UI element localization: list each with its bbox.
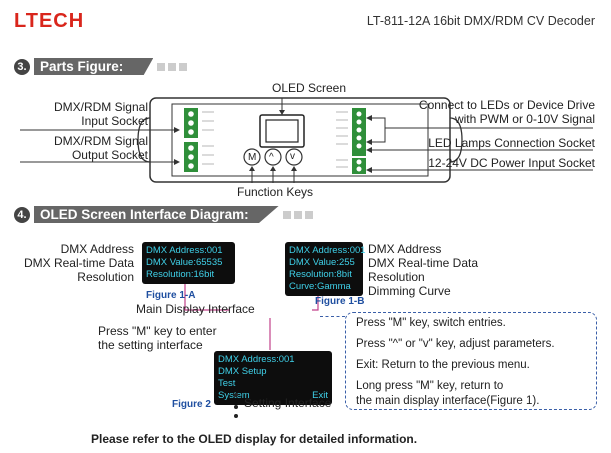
oled-figure-1b: DMX Address:001 DMX Value:255 Resolution… — [285, 242, 366, 296]
fig1a-side-labels: DMX Address DMX Real-time Data Resolutio… — [23, 242, 134, 284]
section-4-decoration — [282, 210, 313, 219]
brand-logo: LTECH — [14, 10, 85, 32]
mounting-ear-right — [449, 117, 463, 163]
key-up-glyph: ^ — [269, 152, 274, 163]
power-input-socket-label: 12-24V DC Power Input Socket — [428, 156, 595, 170]
section-3-title: Parts Figure: — [34, 58, 154, 75]
press-m-instruction: Press "M" key to enter the setting inter… — [98, 324, 217, 352]
figure-1a-caption: Figure 1-A — [146, 290, 196, 301]
oled-figure-1a: DMX Address:001 DMX Value:65535 Resoluti… — [142, 242, 235, 284]
instructions-box — [345, 312, 597, 410]
main-display-label: Main Display Interface — [136, 302, 255, 316]
section-3-number: 3. — [14, 58, 30, 75]
terminal-block-power — [352, 158, 366, 174]
key-m-icon — [243, 148, 261, 166]
led-lamps-socket-label: LED Lamps Connection Socket — [428, 136, 595, 150]
model-title: LT-811-12A 16bit DMX/RDM CV Decoder — [366, 14, 595, 28]
figure-1b-caption: Figure 1-B — [315, 296, 365, 307]
oled-figure-2: DMX Address:001 DMX Setup Test SystemExi… — [214, 351, 332, 405]
key-up-icon — [264, 148, 282, 166]
instructions-box-pointer — [320, 316, 345, 317]
section-3-header: 3. Parts Figure: — [14, 58, 188, 75]
mounting-ear-left — [137, 117, 151, 163]
figure-2-caption: Figure 2 — [172, 399, 211, 410]
function-keys-label: Function Keys — [237, 185, 314, 199]
section-3-decoration — [157, 62, 188, 71]
oled-screen-label: OLED Screen — [272, 81, 347, 95]
instructions-list: Press "M" key, switch entries. Press "^"… — [356, 317, 555, 407]
section-4-header: 4. OLED Screen Interface Diagram: — [14, 206, 313, 223]
footer-note: Please refer to the OLED display for det… — [91, 432, 418, 446]
fig1b-side-labels: DMX Address DMX Real-time Data Resolutio… — [368, 242, 479, 298]
key-m-glyph: M — [248, 152, 257, 163]
section-4-title: OLED Screen Interface Diagram: — [34, 206, 279, 223]
connector-fig1a — [184, 282, 230, 311]
key-down-glyph: v — [290, 151, 295, 162]
section-4-number: 4. — [14, 206, 30, 223]
setting-interface-label: Setting Interface — [244, 396, 332, 410]
key-down-icon — [285, 148, 303, 166]
